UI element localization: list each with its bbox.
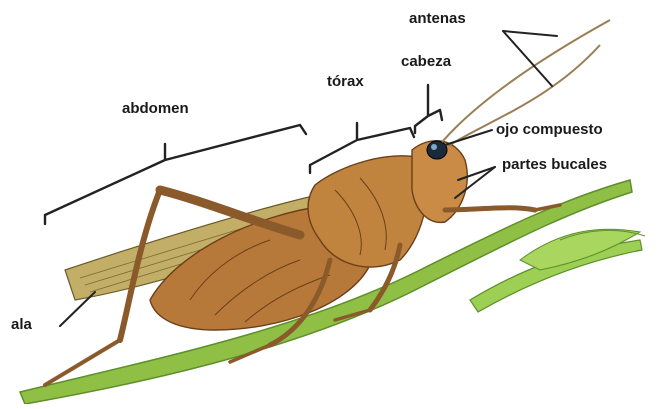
head-bracket [415, 85, 442, 133]
label-torax: tórax [327, 74, 364, 89]
label-ala: ala [11, 317, 32, 332]
label-partes-bucales: partes bucales [502, 157, 607, 172]
antenna-leader-1 [503, 31, 557, 36]
eye [427, 141, 447, 159]
label-cabeza: cabeza [401, 54, 451, 69]
label-abdomen: abdomen [122, 101, 189, 116]
label-antenas: antenas [409, 11, 466, 26]
label-ojo-compuesto: ojo compuesto [496, 122, 603, 137]
